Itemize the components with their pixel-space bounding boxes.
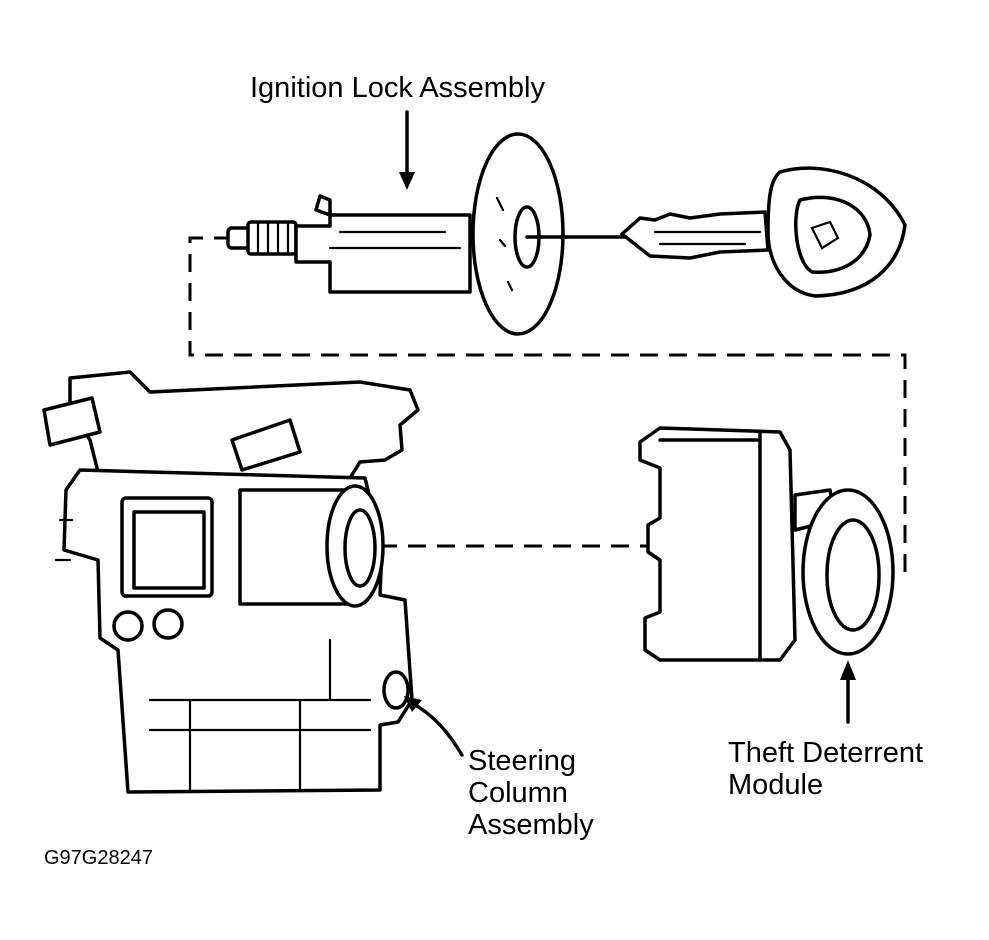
thread-lines: [256, 220, 290, 256]
figure-code: G97G28247: [44, 847, 153, 869]
steering-column-label: Steering Column Assembly: [468, 745, 594, 841]
theft-deterrent-module: [638, 426, 895, 724]
housing-bolt-1: [112, 610, 144, 642]
steering-column-pointer: [408, 700, 464, 757]
key-blade-groove: [653, 230, 762, 246]
column-left-tab: [42, 396, 102, 447]
housing-lower-details: [148, 638, 372, 792]
steering-pointer-head: [404, 696, 422, 712]
key-emblem: [810, 220, 840, 250]
key-blade: [620, 210, 770, 260]
theft-deterrent-label: Theft Deterrent Module: [728, 737, 923, 801]
ignition-lock-label: Ignition Lock Assembly: [250, 72, 545, 104]
socket-cylinder: [238, 488, 352, 606]
module-box-edges: [658, 430, 762, 662]
lock-cylinder: [294, 194, 472, 294]
module-ring-inner: [825, 518, 881, 632]
theft-pointer-head: [840, 660, 856, 680]
key-head: [766, 166, 907, 298]
key-head-inner: [794, 195, 872, 274]
steering-column-label-line-3: Assembly: [468, 809, 594, 841]
column-top-housing: [68, 370, 420, 482]
steering-column-label-line-1: Steering: [468, 745, 577, 777]
theft-deterrent-label-line-1: Theft Deterrent: [728, 737, 924, 769]
ignition-lock-assembly: [226, 110, 627, 336]
ignition-lock-arrowhead: [399, 172, 415, 190]
housing-window: [120, 496, 214, 598]
housing-window-inner: [132, 510, 206, 590]
face-marks: [495, 196, 514, 292]
key: [620, 166, 907, 298]
socket-inner: [343, 508, 377, 588]
steering-column-assembly: [42, 370, 464, 794]
housing-left-pins: [54, 518, 74, 562]
theft-deterrent-label-line-2: Module: [728, 769, 824, 801]
cylinder-lines: [328, 230, 462, 250]
module-box: [638, 426, 797, 662]
housing-bolt-2: [152, 608, 184, 640]
steering-column-label-line-2: Column: [468, 777, 568, 809]
lock-face-disc: [471, 132, 565, 336]
column-center-tab: [230, 418, 302, 472]
housing-bolt-3: [382, 670, 410, 710]
